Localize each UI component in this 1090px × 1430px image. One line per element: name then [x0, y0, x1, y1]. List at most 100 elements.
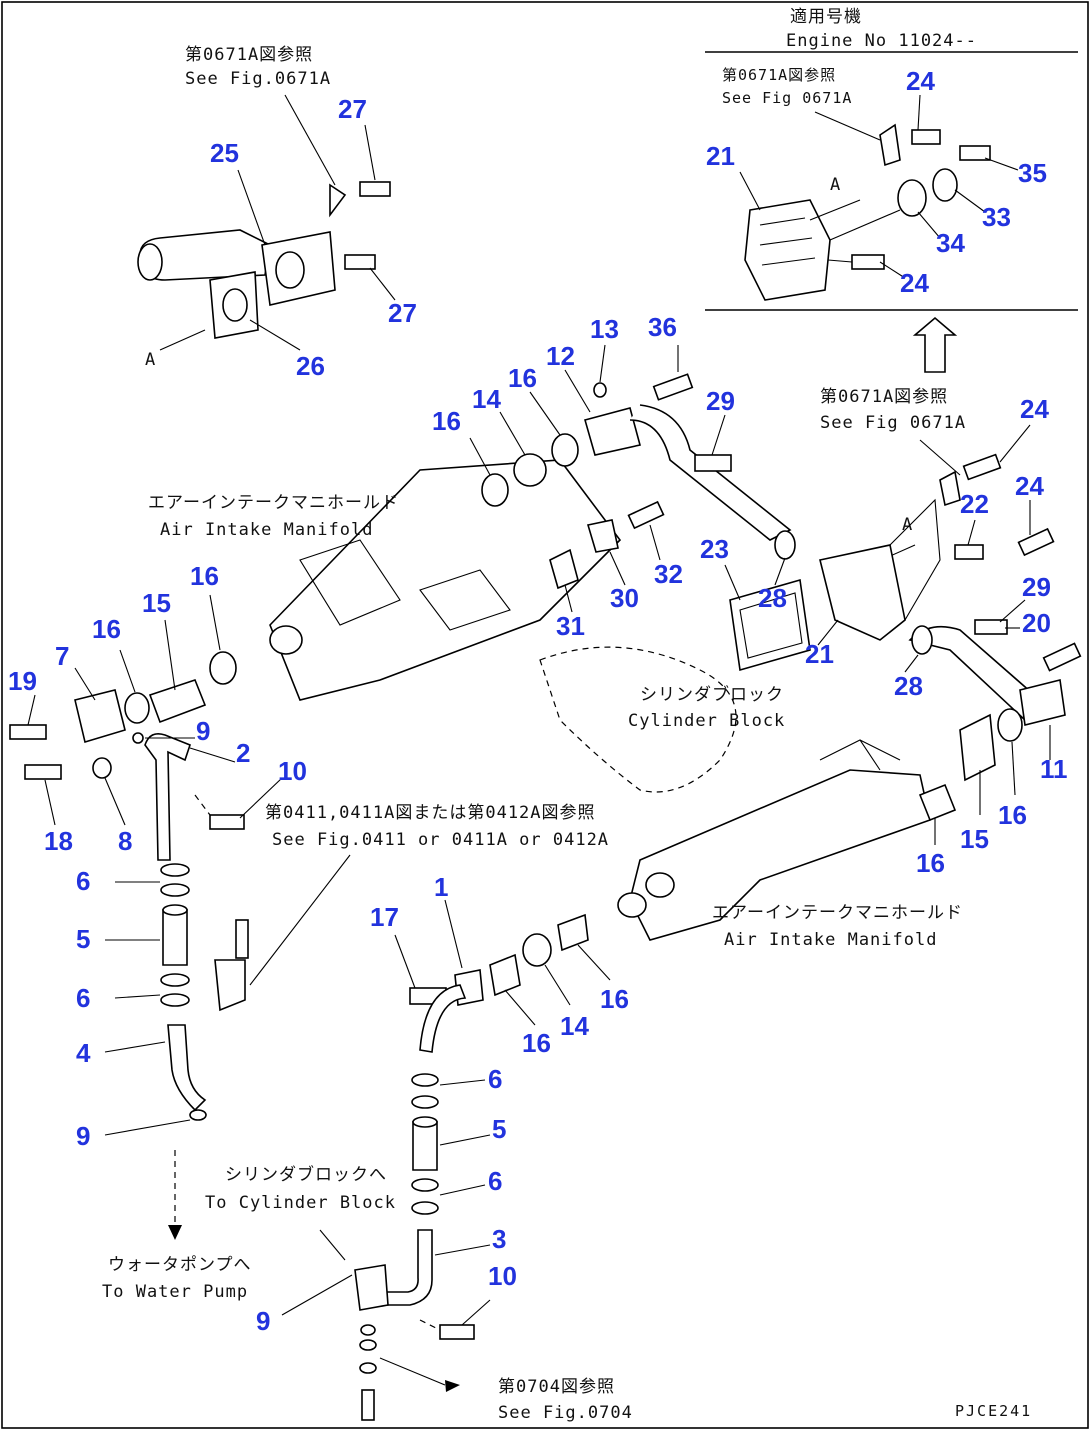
- block-21: [819, 544, 906, 641]
- callout-29a: 29: [706, 386, 735, 416]
- callout-9a: 9: [196, 716, 210, 746]
- bolt-10b: [439, 1324, 475, 1340]
- inset-bracket: [879, 123, 901, 167]
- callout-15b: 15: [960, 824, 989, 854]
- callout-24d: 24: [1015, 471, 1044, 501]
- inset-seal-33: [932, 168, 958, 202]
- flange-3: [354, 1264, 389, 1311]
- bolt-32: [627, 500, 665, 530]
- ref-0704-en: See Fig.0704: [498, 1403, 633, 1423]
- gasket-16b: [551, 433, 579, 467]
- callout-16d: 16: [92, 614, 121, 644]
- inset-pointer-arrow: [912, 316, 958, 373]
- gasket-16c: [124, 692, 150, 724]
- clip-13: [593, 382, 607, 398]
- callout-12: 12: [546, 341, 575, 371]
- inset-bolt-35: [959, 145, 991, 161]
- callout-4: 4: [76, 1038, 91, 1068]
- gasket-16f: [997, 708, 1023, 742]
- callout-17: 17: [370, 902, 399, 932]
- callout-11: 11: [1040, 754, 1068, 784]
- callout-3: 3: [492, 1224, 506, 1254]
- to-cyl-en: To Cylinder Block: [205, 1193, 396, 1213]
- clamp-6b: [160, 973, 190, 987]
- bolt-19: [9, 724, 47, 740]
- gasket-16h: [557, 913, 589, 952]
- inset-arrow-a: A: [830, 175, 841, 195]
- flange-25: [261, 231, 336, 306]
- callout-29b: 29: [1022, 572, 1051, 602]
- bolt-27b: [344, 254, 376, 270]
- callout-16f: 16: [916, 848, 945, 878]
- group-left-mid: [9, 651, 249, 1240]
- callout-34: 34: [936, 228, 965, 258]
- hose-5b: [412, 1121, 438, 1171]
- inset-ref-en: See Fig 0671A: [722, 89, 852, 107]
- callout-14b: 14: [560, 1011, 589, 1041]
- bolt-20: [974, 619, 1008, 635]
- block-7: [74, 689, 126, 744]
- callout-16c: 16: [190, 561, 219, 591]
- callout-22: 22: [960, 489, 989, 519]
- inset-ref-leader: [814, 111, 881, 141]
- clamp-6b2: [160, 993, 190, 1007]
- gasket-23: [729, 578, 811, 672]
- pipe-1: [419, 984, 467, 1053]
- inset-part-21: [744, 199, 831, 301]
- callout-16b: 16: [432, 406, 461, 436]
- callout-24c: 24: [1020, 394, 1049, 424]
- callout-21a: 21: [706, 141, 735, 171]
- gasket-28b: [911, 625, 933, 655]
- callout-28b: 28: [894, 671, 923, 701]
- bolt-10a: [209, 814, 245, 830]
- flange-12: [584, 407, 641, 456]
- pipe-15a: [148, 679, 207, 724]
- pipe-2: [144, 732, 191, 861]
- inset-gasket-34: [897, 179, 927, 217]
- callout-leaders: [27, 94, 1051, 1326]
- callout-30: 30: [610, 583, 639, 613]
- gasket-28a: [774, 530, 796, 560]
- callout-6a: 6: [76, 866, 90, 896]
- callout-35: 35: [1018, 158, 1047, 188]
- gasket-16g: [489, 953, 521, 997]
- group-manifold-bottom: エアーインテークマニホールド Air Intake Manifold: [617, 708, 1023, 950]
- ref-0671a-jp: 第0671A図参照: [185, 45, 313, 65]
- callout-16e: 16: [998, 800, 1027, 830]
- callout-10a: 10: [278, 756, 307, 786]
- callout-23: 23: [700, 534, 729, 564]
- ref-0411-en: See Fig.0411 or 0411A or 0412A: [272, 830, 609, 850]
- arrow-a-right: A: [902, 515, 913, 535]
- callout-10b: 10: [488, 1261, 517, 1291]
- callout-16a: 16: [508, 363, 537, 393]
- to-pump-jp: ウォータポンプへ: [108, 1255, 252, 1275]
- gasket-16d: [209, 651, 237, 685]
- manifold-top-body: [269, 459, 622, 701]
- callout-8: 8: [118, 826, 132, 856]
- cyl-block-en: Cylinder Block: [628, 711, 785, 731]
- callout-15a: 15: [142, 588, 171, 618]
- callout-31: 31: [556, 611, 585, 641]
- ref-0704-jp: 第0704図参照: [498, 1377, 615, 1397]
- oring-9c: [360, 1324, 376, 1336]
- inset-title-en: Engine No 11024--: [786, 31, 977, 51]
- pipe-4: [167, 1024, 207, 1112]
- cyl-block-jp: シリンダブロック: [640, 684, 784, 705]
- group-bottom-pipe: [319, 913, 589, 1421]
- callout-7: 7: [55, 641, 69, 671]
- bolt-18: [24, 764, 62, 780]
- plug-8: [92, 757, 112, 779]
- clamp-6d: [411, 1178, 439, 1192]
- bolt-22: [954, 544, 984, 560]
- bolt-24d: [1017, 527, 1055, 557]
- callout-24a: 24: [906, 66, 935, 96]
- clamp-6a2: [160, 883, 190, 897]
- to-cyl-jp: シリンダブロックへ: [225, 1164, 387, 1185]
- bolt-27a: [359, 181, 391, 197]
- group-manifold-top: エアーインテークマニホールド Air Intake Manifold: [148, 345, 811, 701]
- callout-16h: 16: [600, 984, 629, 1014]
- manifold-top-jp: エアーインテークマニホールド: [148, 493, 399, 513]
